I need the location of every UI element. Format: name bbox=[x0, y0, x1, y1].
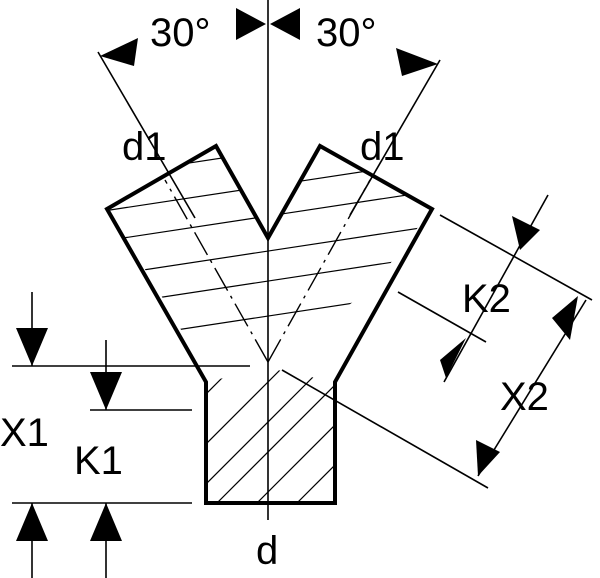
angle-label-right: 30° bbox=[316, 11, 377, 55]
angle-extension-left bbox=[97, 51, 196, 219]
k1-label: K1 bbox=[74, 439, 123, 483]
k2-extension-top bbox=[439, 214, 593, 301]
x2-label: X2 bbox=[500, 375, 549, 419]
k2-label: K2 bbox=[462, 277, 511, 321]
angle-extension-right bbox=[349, 59, 441, 216]
x1-arrow-top bbox=[16, 328, 48, 366]
angle-label-left: 30° bbox=[150, 11, 211, 55]
d1-label-right: d1 bbox=[360, 125, 405, 169]
k1-arrow-top bbox=[90, 372, 122, 410]
angle-arrow-right-outer bbox=[396, 48, 438, 76]
angle-arrow-right-inner bbox=[270, 8, 300, 40]
center-line-left-branch bbox=[164, 179, 269, 363]
x1-label: X1 bbox=[0, 411, 49, 455]
x2-arrow-top bbox=[552, 296, 578, 340]
x2-arrow-bottom bbox=[476, 440, 500, 476]
d1-label-left: d1 bbox=[122, 125, 167, 169]
angle-arrow-left-outer bbox=[100, 38, 138, 66]
d-label: d bbox=[256, 529, 278, 573]
k2-arrow-bottom bbox=[440, 338, 466, 378]
k2-arrow-top bbox=[512, 216, 540, 250]
x1-arrow-bottom bbox=[16, 503, 48, 541]
fitting-outline bbox=[104, 143, 435, 505]
x2-extension-bottom bbox=[281, 369, 489, 489]
k1-arrow-bottom bbox=[90, 503, 122, 541]
angle-arrow-left-inner bbox=[236, 8, 266, 40]
